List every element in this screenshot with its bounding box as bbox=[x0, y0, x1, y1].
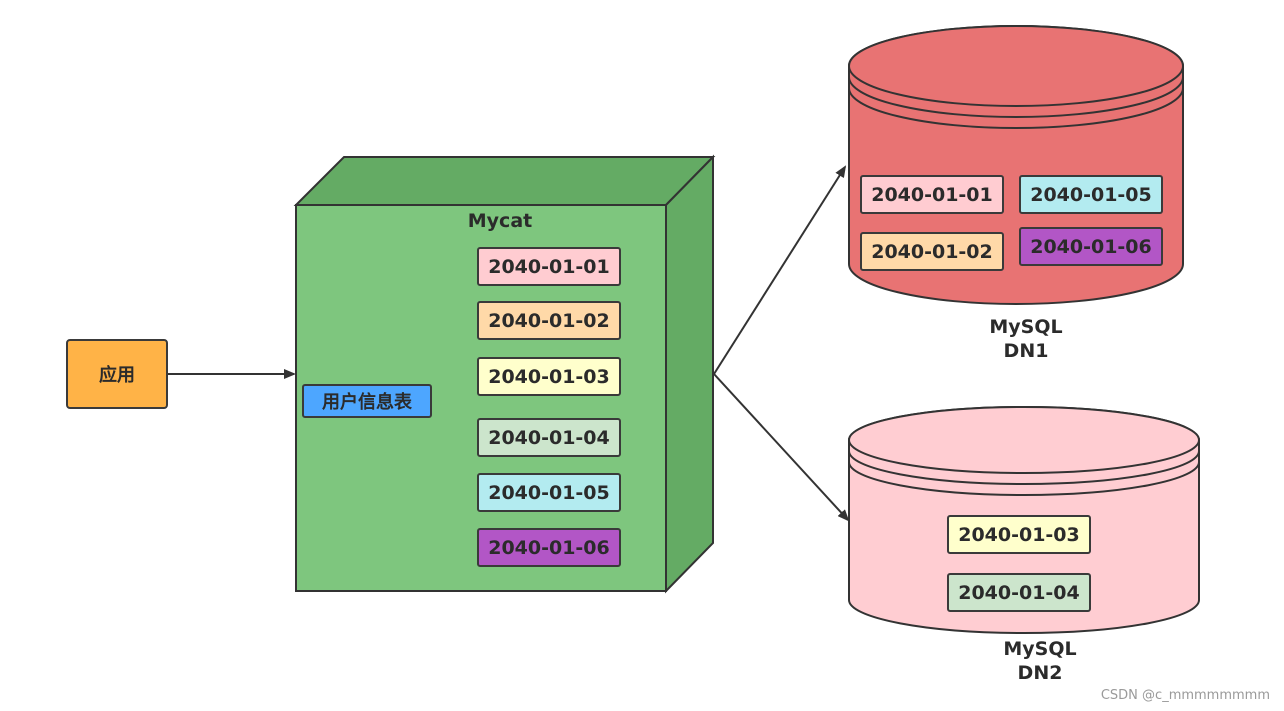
dn1-cylinder-ring-2 bbox=[848, 87, 1184, 129]
dn2-cylinder-ring-1 bbox=[848, 450, 1200, 485]
dn1-cylinder bbox=[848, 25, 1184, 305]
mycat-box-top bbox=[293, 156, 716, 206]
arrow-mycat-to-dn2 bbox=[713, 373, 850, 522]
dn1-cylinder-ring-1 bbox=[848, 76, 1184, 118]
dn2-cylinder bbox=[848, 406, 1200, 634]
mycat-box-side bbox=[665, 154, 714, 594]
mycat-box-front bbox=[295, 204, 667, 592]
arrow-mycat-to-dn1 bbox=[713, 165, 847, 375]
dn2-cylinder-top bbox=[848, 406, 1200, 474]
dn1-cylinder-top bbox=[848, 25, 1184, 107]
dn2-cylinder-ring-2 bbox=[848, 461, 1200, 496]
